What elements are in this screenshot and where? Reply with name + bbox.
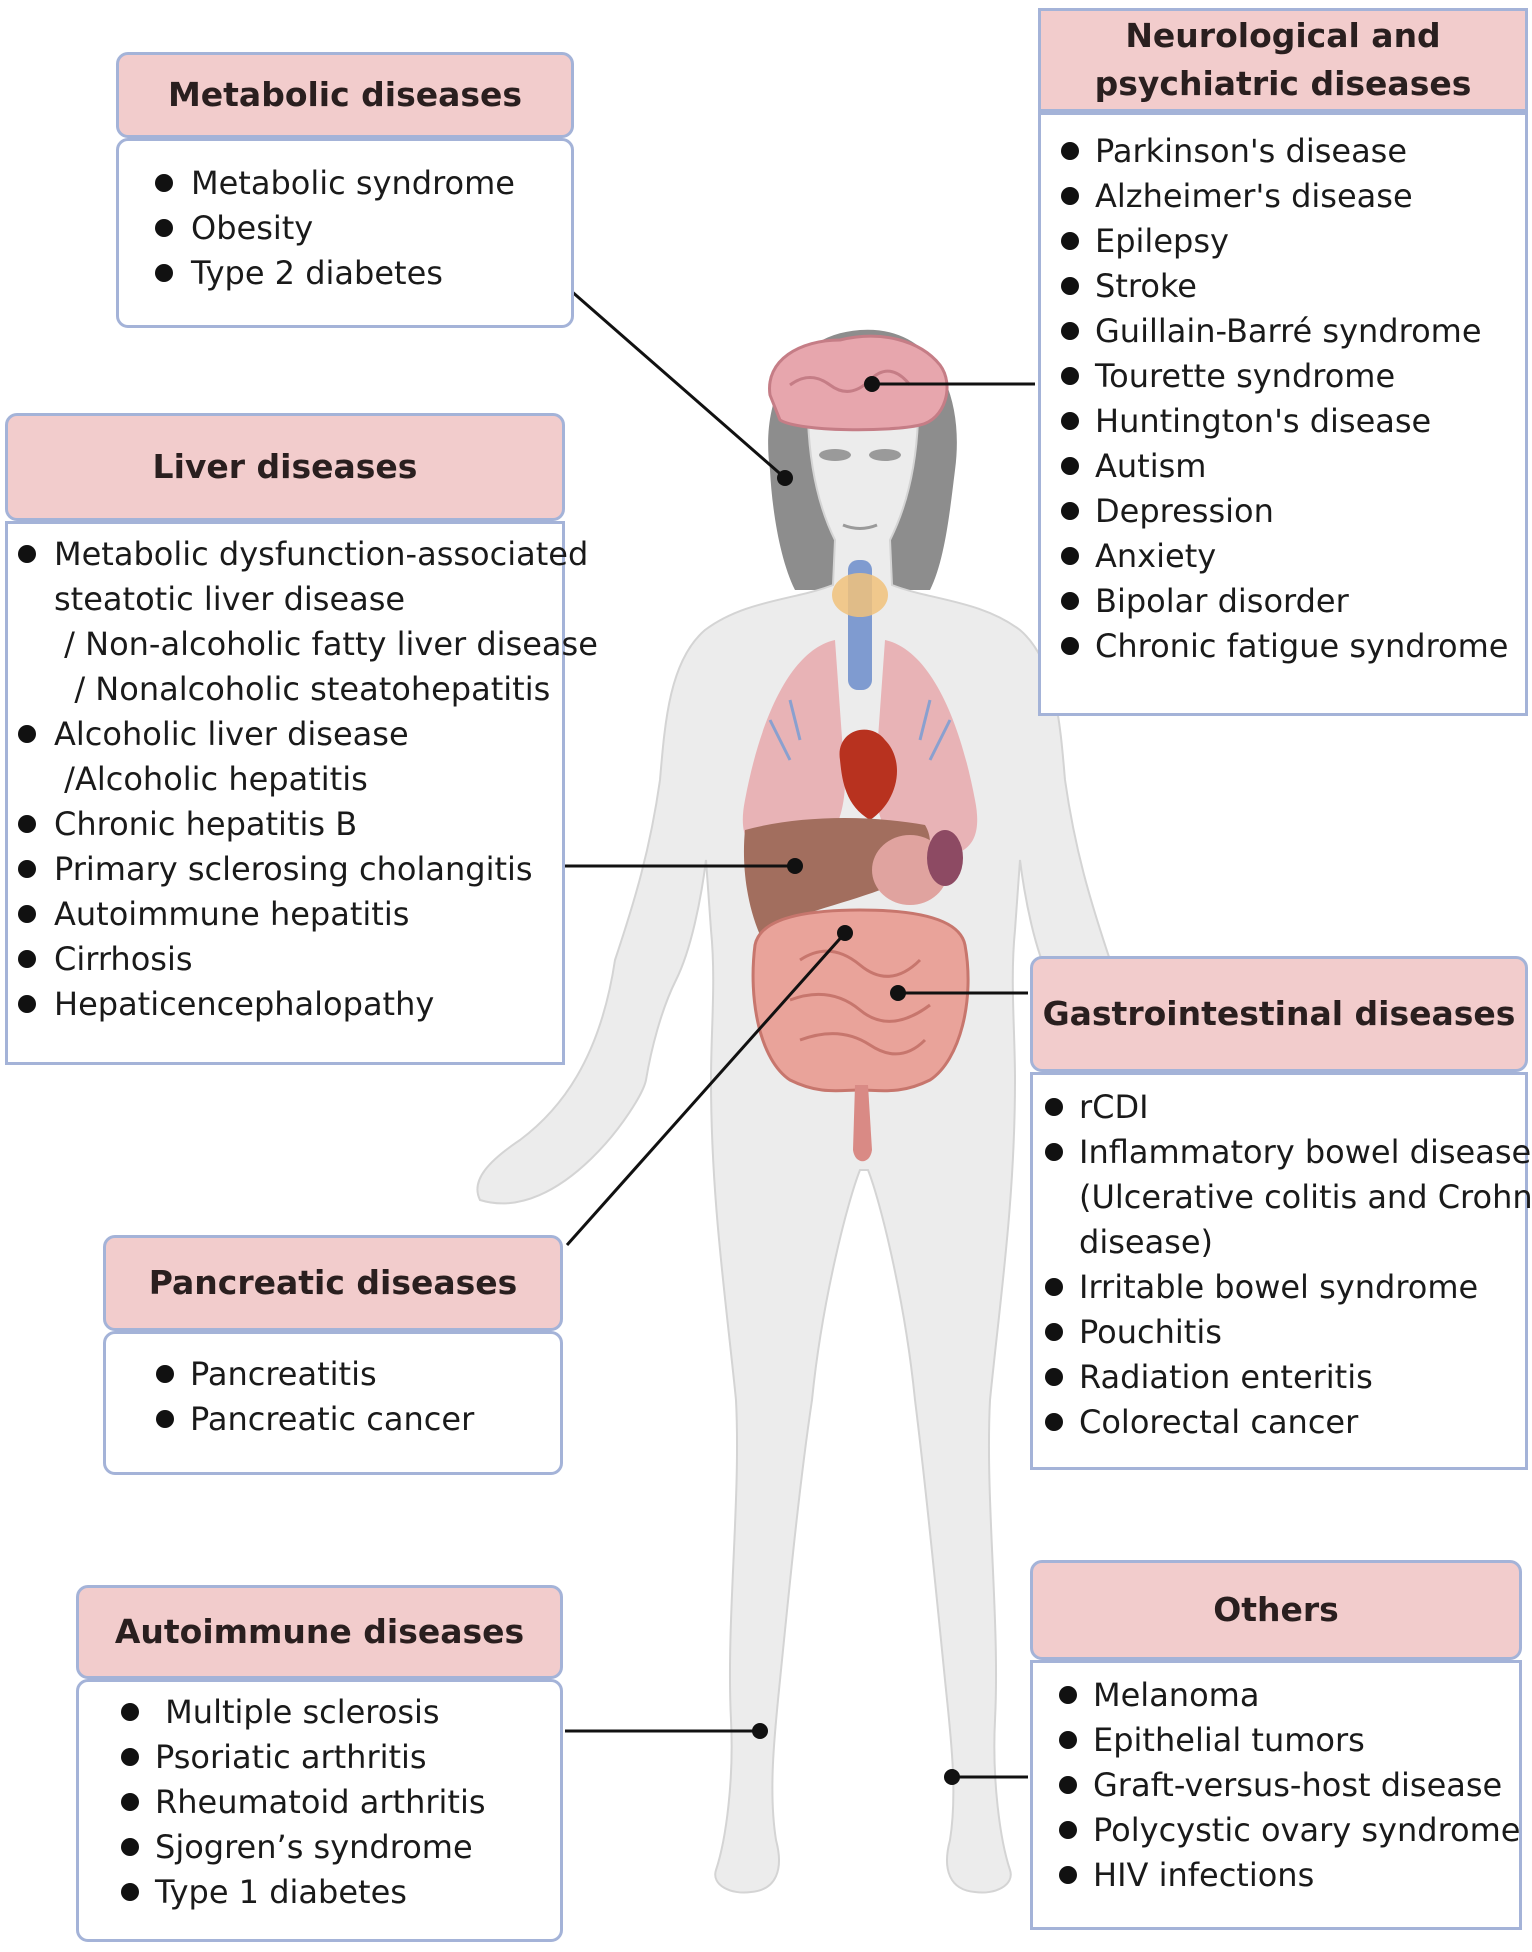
right-eye — [869, 449, 901, 461]
list-item: Guillain-Barré syndrome — [1061, 309, 1525, 354]
list-item: Type 1 diabetes — [121, 1870, 560, 1915]
list-item: Epilepsy — [1061, 219, 1525, 264]
autoimmune-card: Autoimmune diseases Multiple sclerosis P… — [76, 1585, 563, 1942]
list-item: Colorectal cancer — [1045, 1400, 1525, 1445]
list-item: Tourette syndrome — [1061, 354, 1525, 399]
neuro-list-box: Parkinson's disease Alzheimer's disease … — [1038, 112, 1528, 716]
gastro-list: rCDI Inflammatory bowel disease (Ulcerat… — [1045, 1085, 1532, 1445]
connectors — [565, 288, 1035, 1779]
gastro-card: Gastrointestinal diseases rCDI Inflammat… — [1030, 956, 1532, 1470]
list-item: Psoriatic arthritis — [121, 1735, 560, 1780]
list-item: Cirrhosis — [18, 937, 562, 982]
left-lung — [742, 640, 845, 857]
others-card: Others Melanoma Epithelial tumors Graft-… — [1030, 1560, 1522, 1930]
list-item: Polycystic ovary syndrome — [1059, 1808, 1520, 1853]
metabolic-title: Metabolic diseases — [116, 52, 574, 138]
others-list: Melanoma Epithelial tumors Graft-versus-… — [1059, 1673, 1520, 1898]
liver-card: Liver diseases Metabolic dysfunction-ass… — [5, 413, 598, 1065]
list-item: Alzheimer's disease — [1061, 174, 1525, 219]
list-item: Hepaticencephalopathy — [18, 982, 562, 1027]
neuro-title-line-2: psychiatric diseases — [1094, 64, 1472, 103]
list-item: Epithelial tumors — [1059, 1718, 1519, 1763]
list-item: Type 2 diabetes — [155, 251, 571, 296]
brain — [768, 334, 949, 432]
list-item: Pancreatic cancer — [156, 1397, 560, 1442]
list-item: Parkinson's disease — [1061, 129, 1525, 174]
pancreatic-list: Pancreatitis Pancreatic cancer — [156, 1352, 560, 1442]
autoimmune-title: Autoimmune diseases — [76, 1585, 563, 1679]
list-item: Pouchitis — [1045, 1310, 1525, 1355]
spleen — [927, 830, 963, 886]
connector-dots — [752, 376, 960, 1785]
pancreatic-list-box: Pancreatitis Pancreatic cancer — [103, 1331, 563, 1475]
mouth — [842, 523, 878, 530]
metabolic-list-box: Metabolic syndrome Obesity Type 2 diabet… — [116, 138, 574, 328]
metabolic-card: Metabolic diseases Metabolic syndrome Ob… — [116, 52, 574, 328]
pancreatic-card: Pancreatic diseases Pancreatitis Pancrea… — [103, 1235, 563, 1475]
liver-title: Liver diseases — [5, 413, 565, 521]
list-item: Primary sclerosing cholangitis — [18, 847, 562, 892]
list-item: Sjogren’s syndrome — [121, 1825, 560, 1870]
list-item: Autoimmune hepatitis — [18, 892, 562, 937]
list-item: Anxiety — [1061, 534, 1525, 579]
list-item: Metabolic dysfunction-associated steatot… — [18, 532, 598, 712]
neuro-title: Neurological and psychiatric diseases — [1038, 8, 1528, 112]
heart — [839, 729, 897, 820]
list-item: Depression — [1061, 489, 1525, 534]
list-item: HIV infections — [1059, 1853, 1519, 1898]
list-item: Stroke — [1061, 264, 1525, 309]
gastro-list-box: rCDI Inflammatory bowel disease (Ulcerat… — [1030, 1072, 1532, 1470]
others-list-box: Melanoma Epithelial tumors Graft-versus-… — [1030, 1660, 1522, 1930]
list-item: Autism — [1061, 444, 1525, 489]
list-item: Bipolar disorder — [1061, 579, 1525, 624]
list-item: Radiation enteritis — [1045, 1355, 1525, 1400]
gastro-title: Gastrointestinal diseases — [1030, 956, 1528, 1072]
list-item: Chronic fatigue syndrome — [1061, 624, 1525, 669]
right-lung — [875, 640, 978, 857]
thyroid — [832, 573, 888, 617]
list-item: Inflammatory bowel disease (Ulcerative c… — [1045, 1130, 1532, 1265]
metabolic-list: Metabolic syndrome Obesity Type 2 diabet… — [155, 161, 571, 296]
list-item: Chronic hepatitis B — [18, 802, 562, 847]
list-item: Rheumatoid arthritis — [121, 1780, 560, 1825]
neuro-title-line-1: Neurological and — [1125, 16, 1441, 55]
liver-list-box: Metabolic dysfunction-associated steatot… — [5, 521, 598, 1065]
neuro-card: Neurological and psychiatric diseases Pa… — [1038, 8, 1528, 716]
list-item: Melanoma — [1059, 1673, 1519, 1718]
autoimmune-list: Multiple sclerosis Psoriatic arthritis R… — [121, 1690, 560, 1915]
liver-list: Metabolic dysfunction-associated steatot… — [18, 532, 598, 1027]
list-item: Pancreatitis — [156, 1352, 560, 1397]
autoimmune-list-box: Multiple sclerosis Psoriatic arthritis R… — [76, 1679, 563, 1942]
list-item: Alcoholic liver disease /Alcoholic hepat… — [18, 712, 562, 802]
list-item: Huntington's disease — [1061, 399, 1525, 444]
rectum — [853, 1085, 872, 1162]
neuro-list: Parkinson's disease Alzheimer's disease … — [1061, 129, 1525, 669]
left-eye — [819, 449, 851, 461]
list-item: Obesity — [155, 206, 571, 251]
list-item: Irritable bowel syndrome — [1045, 1265, 1525, 1310]
list-item: Multiple sclerosis — [121, 1690, 560, 1735]
pancreatic-title: Pancreatic diseases — [103, 1235, 563, 1331]
list-item: rCDI — [1045, 1085, 1525, 1130]
list-item: Metabolic syndrome — [155, 161, 571, 206]
list-item: Graft-versus-host disease — [1059, 1763, 1519, 1808]
others-title: Others — [1030, 1560, 1522, 1660]
